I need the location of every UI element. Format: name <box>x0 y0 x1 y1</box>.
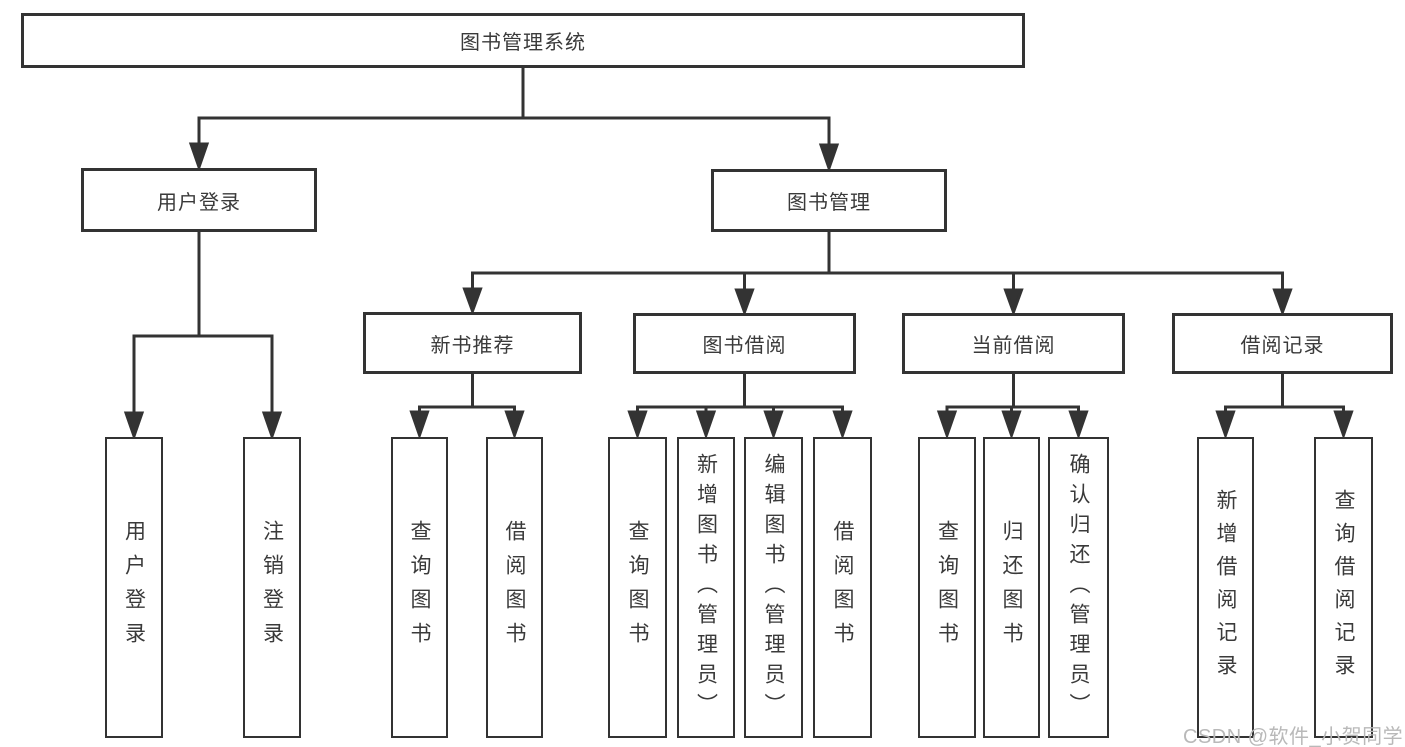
leaf-user-login-label: 用户登录 <box>122 519 146 656</box>
connectors-book-management <box>462 232 1293 317</box>
leaf-cb-query-book-label: 查询图书 <box>935 519 959 656</box>
leaf-br-add-record: 新增借阅记录 <box>1197 437 1254 738</box>
leaf-nb-query-book: 查询图书 <box>391 437 448 738</box>
leaf-bb-edit-book-admin-label: 编辑图书（管理员） <box>762 452 785 723</box>
leaf-bb-add-book-admin: 新增图书（管理员） <box>677 437 735 738</box>
node-book-management: 图书管理 <box>711 169 947 232</box>
leaf-br-add-record-label: 新增借阅记录 <box>1214 488 1237 687</box>
leaf-nb-query-book-label: 查询图书 <box>408 519 431 656</box>
leaf-cb-confirm-return-admin: 确认归还（管理员） <box>1048 437 1109 738</box>
leaf-cb-return-book: 归还图书 <box>983 437 1040 738</box>
node-root: 图书管理系统 <box>21 13 1025 68</box>
leaf-bb-add-book-admin-label: 新增图书（管理员） <box>694 452 718 723</box>
connectors-new-book-recommend <box>409 374 525 440</box>
node-user-login: 用户登录 <box>81 168 317 232</box>
leaf-bb-query-book: 查询图书 <box>608 437 667 738</box>
leaf-cb-confirm-return-admin-label: 确认归还（管理员） <box>1067 452 1090 723</box>
connectors-user-login <box>123 232 283 441</box>
leaf-bb-borrow-book: 借阅图书 <box>813 437 872 738</box>
connectors-root <box>188 68 840 173</box>
node-current-borrow: 当前借阅 <box>902 313 1125 374</box>
node-new-book-recommend-label: 新书推荐 <box>430 334 515 357</box>
leaf-logout: 注销登录 <box>243 437 301 738</box>
node-book-borrow-label: 图书借阅 <box>702 335 787 357</box>
node-root-label: 图书管理系统 <box>460 32 586 54</box>
leaf-user-login: 用户登录 <box>105 437 163 738</box>
leaf-cb-return-book-label: 归还图书 <box>1000 519 1023 656</box>
connectors-current-borrow <box>936 374 1089 440</box>
connectors-borrow-record <box>1215 374 1354 440</box>
leaf-br-query-record-label: 查询借阅记录 <box>1332 488 1355 687</box>
leaf-nb-borrow-book: 借阅图书 <box>486 437 543 738</box>
node-current-borrow-label: 当前借阅 <box>971 335 1056 357</box>
node-new-book-recommend: 新书推荐 <box>363 312 582 374</box>
node-borrow-record-label: 借阅记录 <box>1240 335 1325 357</box>
node-borrow-record: 借阅记录 <box>1172 313 1393 374</box>
connectors-book-borrow <box>627 374 853 440</box>
csdn-watermark: CSDN @软件_小贺同学 <box>1183 726 1404 747</box>
node-user-login-label: 用户登录 <box>157 191 241 214</box>
node-book-borrow: 图书借阅 <box>633 313 856 374</box>
node-book-management-label: 图书管理 <box>787 192 871 214</box>
leaf-br-query-record: 查询借阅记录 <box>1314 437 1373 738</box>
leaf-bb-borrow-book-label: 借阅图书 <box>831 519 854 656</box>
leaf-bb-edit-book-admin: 编辑图书（管理员） <box>744 437 803 738</box>
leaf-bb-query-book-label: 查询图书 <box>626 519 649 656</box>
leaf-nb-borrow-book-label: 借阅图书 <box>503 519 526 656</box>
leaf-cb-query-book: 查询图书 <box>918 437 976 738</box>
leaf-logout-label: 注销登录 <box>260 519 284 656</box>
